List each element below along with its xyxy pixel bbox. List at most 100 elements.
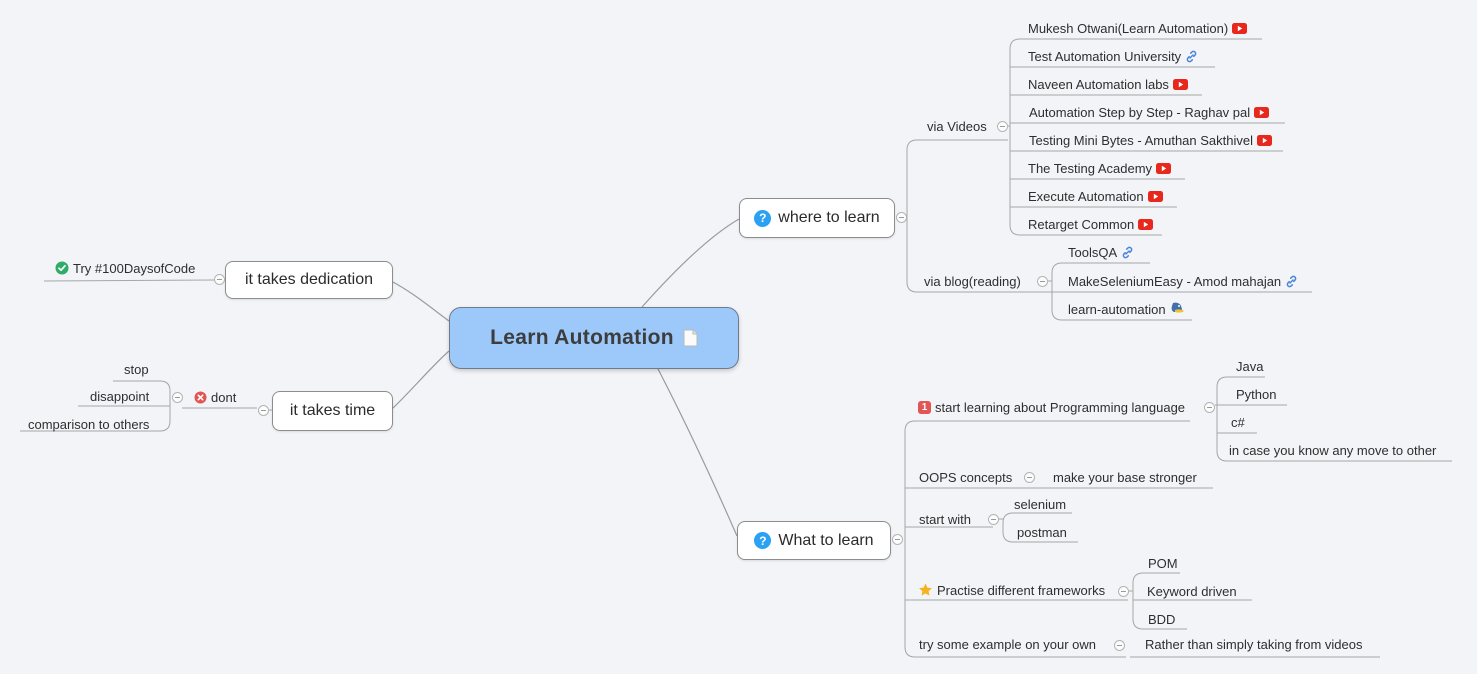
- youtube-icon: [1254, 106, 1270, 118]
- note-icon[interactable]: [683, 329, 698, 347]
- node-label: Mukesh Otwani(Learn Automation): [1028, 20, 1229, 36]
- node-label: Execute Automation: [1028, 188, 1144, 204]
- youtube-icon: [1156, 162, 1172, 174]
- collapse-toggle-via-blog[interactable]: [1037, 276, 1048, 287]
- node-label: Python: [1236, 386, 1277, 402]
- node-practise-different-frameworks[interactable]: Practise different frameworks: [918, 580, 1105, 600]
- node-label: Java: [1236, 358, 1264, 374]
- collapse-toggle-programming-language[interactable]: [1204, 402, 1215, 413]
- node-mukesh-otwani[interactable]: Mukesh Otwani(Learn Automation): [1028, 18, 1248, 38]
- node-python[interactable]: Python: [1236, 384, 1276, 404]
- node-label: The Testing Academy: [1028, 160, 1153, 176]
- collapse-toggle-it-takes-time[interactable]: [258, 405, 269, 416]
- node-label: selenium: [1014, 496, 1067, 512]
- node-the-testing-academy[interactable]: The Testing Academy: [1028, 158, 1172, 178]
- node-toolsqa[interactable]: ToolsQA: [1068, 242, 1134, 262]
- collapse-toggle-start-with[interactable]: [988, 514, 999, 525]
- node-label: via blog(reading): [924, 273, 1021, 289]
- node-label: Test Automation University: [1028, 48, 1182, 64]
- node-test-automation-university[interactable]: Test Automation University: [1028, 46, 1198, 66]
- node-learn-automation[interactable]: Learn Automation: [449, 307, 739, 369]
- node-label: make your base stronger: [1053, 469, 1197, 485]
- node-make-your-base-stronger[interactable]: make your base stronger: [1053, 467, 1197, 487]
- node-pom[interactable]: POM: [1148, 553, 1178, 573]
- node-automation-step-by-step[interactable]: Automation Step by Step - Raghav pal: [1029, 102, 1270, 122]
- node-label: POM: [1148, 555, 1178, 571]
- link-icon: [1122, 246, 1133, 258]
- node-label: it takes time: [289, 402, 376, 419]
- node-label: dont: [211, 389, 237, 405]
- youtube-icon: [1232, 22, 1248, 34]
- node-learn-automation-blog[interactable]: learn-automation: [1068, 299, 1186, 319]
- node-label: Practise different frameworks: [937, 582, 1106, 598]
- node-label: it takes dedication: [244, 271, 374, 288]
- node-label: Testing Mini Bytes - Amuthan Sakthivel: [1029, 132, 1253, 148]
- node-oops-concepts[interactable]: OOPS concepts: [919, 467, 1012, 487]
- node-naveen-automation-labs[interactable]: Naveen Automation labs: [1028, 74, 1188, 94]
- node-selenium[interactable]: selenium: [1014, 494, 1066, 514]
- node-label: via Videos: [927, 118, 987, 134]
- question-icon: ?: [754, 532, 772, 549]
- node-rather-than-simply-taking[interactable]: Rather than simply taking from videos: [1145, 634, 1362, 654]
- node-label: Rather than simply taking from videos: [1145, 636, 1363, 652]
- node-comparison-to-others[interactable]: comparison to others: [28, 414, 149, 434]
- gator-mascot-icon: [1171, 302, 1184, 313]
- root-label: Learn Automation: [490, 326, 674, 349]
- collapse-toggle-what-to-learn[interactable]: [892, 534, 903, 545]
- collapse-toggle-dont[interactable]: [172, 392, 183, 403]
- question-icon: ?: [754, 209, 772, 227]
- node-start-with[interactable]: start with: [919, 509, 971, 529]
- node-csharp[interactable]: c#: [1231, 412, 1245, 432]
- link-icon: [1286, 275, 1297, 287]
- node-via-blog-reading[interactable]: via blog(reading): [924, 271, 1021, 291]
- node-label: comparison to others: [28, 416, 150, 432]
- node-what-to-learn[interactable]: ? What to learn: [737, 521, 891, 560]
- node-start-learning-programming[interactable]: 1 start learning about Programming langu…: [918, 397, 1185, 417]
- node-testing-mini-bytes[interactable]: Testing Mini Bytes - Amuthan Sakthivel: [1029, 130, 1272, 150]
- node-label: stop: [124, 361, 149, 377]
- youtube-icon: [1138, 218, 1154, 230]
- node-label: OOPS concepts: [919, 469, 1013, 485]
- node-keyword-driven[interactable]: Keyword driven: [1147, 581, 1237, 601]
- node-label: BDD: [1148, 611, 1176, 627]
- star-icon: [919, 583, 932, 596]
- node-try-some-example[interactable]: try some example on your own: [919, 634, 1096, 654]
- node-label: learn-automation: [1068, 301, 1166, 317]
- collapse-toggle-it-takes-dedication[interactable]: [214, 274, 225, 285]
- node-label: Try #100DaysofCode: [73, 260, 196, 276]
- node-it-takes-dedication[interactable]: it takes dedication: [225, 261, 393, 299]
- node-label: start learning about Programming languag…: [935, 399, 1186, 415]
- youtube-icon: [1172, 78, 1188, 90]
- collapse-toggle-oops-concepts[interactable]: [1024, 472, 1035, 483]
- collapse-toggle-frameworks[interactable]: [1118, 586, 1129, 597]
- collapse-toggle-try-some-example[interactable]: [1114, 640, 1125, 651]
- collapse-toggle-where-to-learn[interactable]: [896, 212, 907, 223]
- check-icon: [55, 261, 69, 275]
- node-label: start with: [919, 511, 972, 527]
- cross-icon: [194, 391, 207, 403]
- link-icon: [1186, 50, 1197, 62]
- node-java[interactable]: Java: [1236, 356, 1263, 376]
- collapse-toggle-via-videos[interactable]: [997, 121, 1008, 132]
- node-it-takes-time[interactable]: it takes time: [272, 391, 393, 431]
- node-label: disappoint: [90, 388, 150, 404]
- node-label: postman: [1017, 524, 1067, 540]
- node-try-100daysofcode[interactable]: Try #100DaysofCode: [55, 258, 195, 278]
- node-in-case-you-know[interactable]: in case you know any move to other: [1229, 440, 1436, 460]
- node-bdd[interactable]: BDD: [1148, 609, 1175, 629]
- node-label: try some example on your own: [919, 636, 1097, 652]
- node-label: What to learn: [778, 531, 874, 549]
- node-disappoint[interactable]: disappoint: [90, 386, 149, 406]
- node-retarget-common[interactable]: Retarget Common: [1028, 214, 1154, 234]
- node-dont[interactable]: dont: [194, 387, 236, 407]
- node-via-videos[interactable]: via Videos: [927, 116, 987, 136]
- node-label: where to learn: [778, 209, 880, 226]
- node-execute-automation[interactable]: Execute Automation: [1028, 186, 1163, 206]
- node-where-to-learn[interactable]: ? where to learn: [739, 198, 895, 238]
- node-stop[interactable]: stop: [124, 359, 149, 379]
- node-postman[interactable]: postman: [1017, 522, 1067, 542]
- youtube-icon: [1147, 190, 1163, 202]
- node-makeseleniumeasy[interactable]: MakeSeleniumEasy - Amod mahajan: [1068, 271, 1298, 291]
